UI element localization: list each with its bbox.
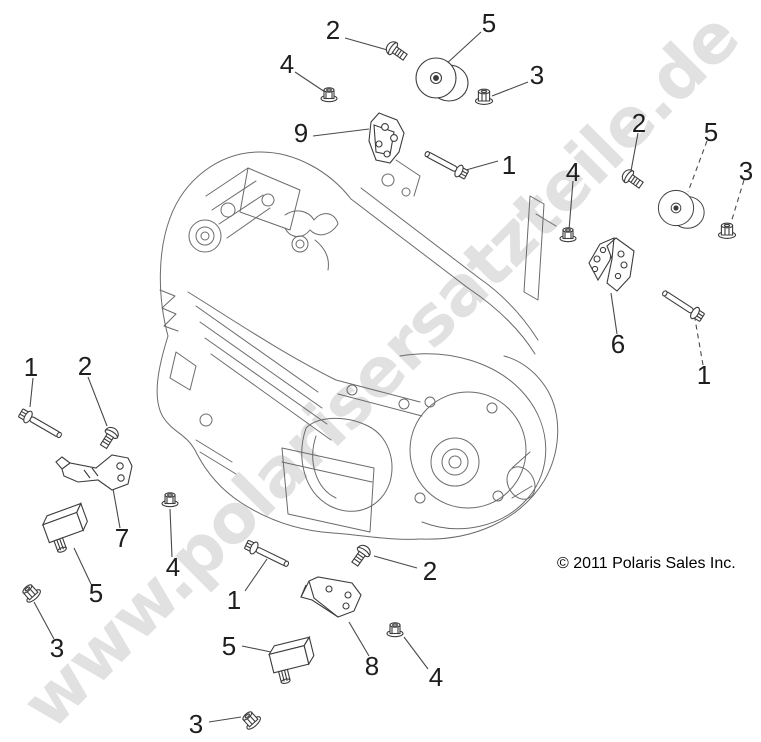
part-nut-3-bottom-left [18, 580, 43, 605]
part-screw-2-top [383, 38, 410, 64]
leader-line [87, 376, 108, 427]
part-nut-4-mid [161, 492, 179, 508]
part-screw-2-bottom [348, 542, 374, 569]
leader-line [294, 71, 326, 93]
leader-line [241, 645, 272, 653]
part-nut-4-right [559, 227, 577, 243]
part-mount-5-left [39, 502, 95, 556]
leader-line [403, 636, 429, 670]
part-bolt-1-right [659, 286, 707, 324]
leader-line [29, 377, 34, 408]
part-bolt-1-bottom [243, 537, 292, 571]
leader-line [244, 558, 268, 592]
engine-illustration [156, 151, 559, 540]
leader-line [687, 140, 708, 193]
part-screw-2-right [619, 166, 646, 192]
leader-line [373, 555, 418, 569]
leader-line [465, 160, 499, 171]
parts-layer [16, 38, 737, 732]
part-nut-3-bottom [238, 707, 263, 732]
part-bracket-9 [368, 112, 405, 164]
part-bolt-1-left [16, 406, 65, 443]
part-nut-4-top-left [320, 87, 338, 103]
leader-lines-layer [29, 31, 745, 723]
part-mount-5-bottom [266, 636, 320, 686]
part-bracket-6 [588, 237, 635, 292]
part-bracket-8 [300, 576, 362, 618]
part-mount-5-top [415, 57, 469, 102]
leader-line [630, 132, 639, 172]
part-screw-2-left [97, 424, 122, 451]
part-bracket-7 [55, 454, 133, 491]
leader-line [348, 621, 370, 657]
leader-line [312, 128, 370, 137]
leader-line [729, 179, 745, 227]
leader-line [111, 482, 121, 529]
leader-line [73, 547, 92, 585]
leader-line [568, 180, 574, 231]
part-nut-3-right [717, 222, 737, 239]
copyright-text: © 2011 Polaris Sales Inc. [557, 555, 736, 572]
leader-line [33, 601, 55, 640]
leader-line [694, 318, 704, 366]
part-mount-5-right [657, 189, 705, 229]
part-nut-3-top [474, 88, 494, 105]
part-bolt-1-top [421, 146, 471, 182]
part-nut-4-bottom [386, 622, 404, 638]
leader-line [491, 81, 529, 97]
leader-line [169, 508, 173, 558]
leader-line [208, 716, 242, 723]
leader-line [344, 37, 392, 52]
leader-line [610, 292, 618, 335]
leader-line [443, 31, 482, 67]
